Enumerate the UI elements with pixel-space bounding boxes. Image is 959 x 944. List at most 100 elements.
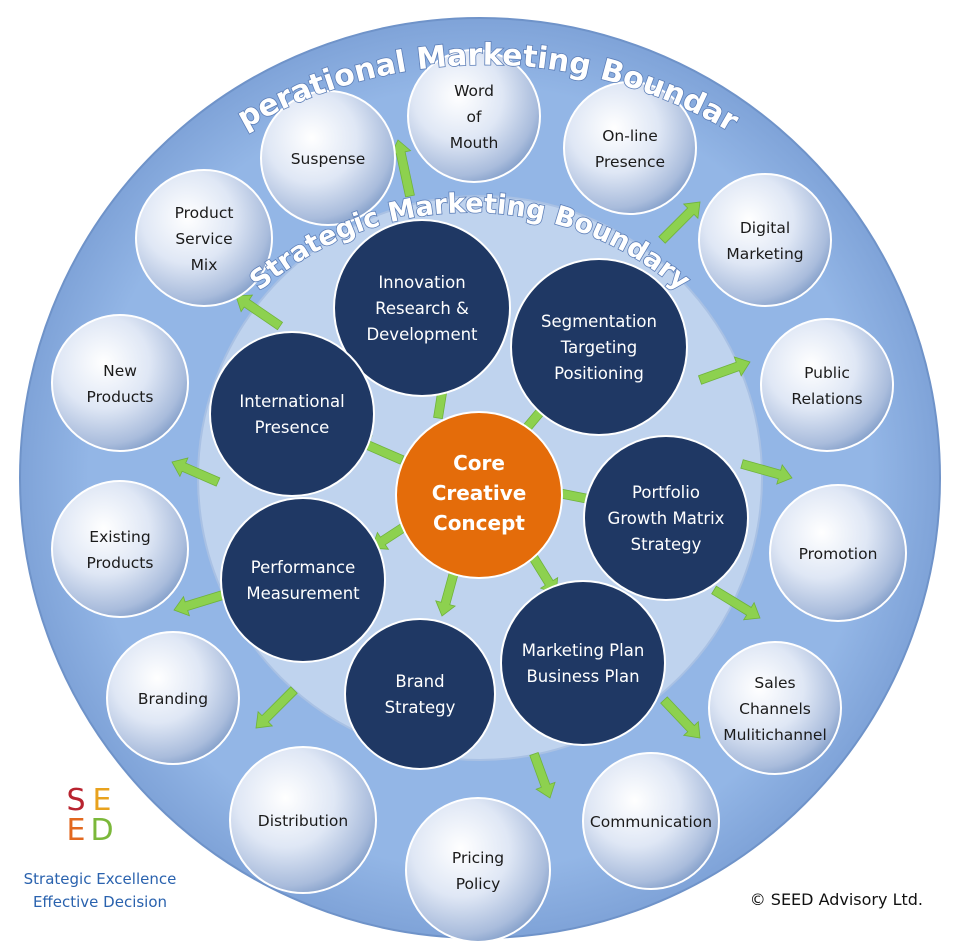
outer-node-circle (698, 173, 832, 307)
inner-node-label: Business Plan (526, 667, 639, 686)
inner-node-label: Marketing Plan (522, 641, 645, 660)
inner-node-label: Growth Matrix (608, 509, 725, 528)
outer-node-label: Public (804, 364, 850, 382)
core-line-1: Core (453, 451, 505, 475)
inner-node-circle (344, 618, 496, 770)
outer-node-6: Communication (582, 752, 720, 890)
outer-node-4: Promotion (769, 484, 907, 622)
outer-node-9: Branding (106, 631, 240, 765)
outer-node-circle (760, 318, 894, 452)
arrow-8 (658, 201, 701, 244)
inner-node-label: Brand (395, 672, 444, 691)
outer-node-label: Mix (191, 256, 218, 274)
outer-node-label: Sales (754, 674, 795, 692)
outer-node-label: Service (175, 230, 232, 248)
outer-node-label: On-line (602, 127, 658, 145)
inner-node-label: Presence (255, 418, 330, 437)
inner-node-label: International (239, 392, 344, 411)
inner-node-label: Innovation (378, 273, 465, 292)
logo-letter-e2: E (66, 813, 88, 848)
core-line-3: Concept (433, 511, 525, 535)
outer-node-circle (407, 49, 541, 183)
arrow-12 (660, 696, 701, 739)
outer-node-label: Branding (138, 690, 208, 708)
logo-letter-d: D (90, 813, 116, 848)
inner-node-label: Strategy (385, 698, 456, 717)
outer-node-label: Marketing (726, 245, 803, 263)
outer-node-circle (563, 81, 697, 215)
outer-node-13: Suspense (260, 90, 396, 226)
outer-node-label: Mouth (450, 134, 499, 152)
outer-node-circle (405, 797, 551, 943)
inner-node-circle (583, 435, 749, 601)
core-line-2: Creative (432, 481, 527, 505)
outer-node-label: Products (87, 388, 154, 406)
outer-node-label: Products (87, 554, 154, 572)
outer-node-circle (106, 631, 240, 765)
arrow-13 (529, 751, 556, 799)
inner-node-circle (220, 497, 386, 663)
logo-letter-e1: E (92, 783, 114, 818)
tagline-line-1: Strategic Excellence (23, 870, 177, 888)
core-node: Core Creative Concept (395, 411, 563, 579)
arrow-group (171, 139, 793, 799)
inner-node-circle (333, 219, 511, 397)
outer-node-8: Distribution (229, 746, 377, 894)
inner-node-label: Targeting (560, 338, 638, 357)
outer-node-label: Promotion (799, 545, 878, 563)
outer-node-circle (135, 169, 273, 307)
outer-node-circle (708, 641, 842, 775)
outer-node-label: Policy (456, 875, 501, 893)
inner-node-circle (500, 580, 666, 746)
outer-node-label: Distribution (258, 812, 348, 830)
inner-node-label: Segmentation (541, 312, 657, 331)
outer-node-circle (769, 484, 907, 622)
outer-node-label: New (103, 362, 137, 380)
outer-node-label: Suspense (291, 150, 366, 168)
inner-node-label: Portfolio (632, 483, 700, 502)
outer-node-label: Pricing (452, 849, 504, 867)
outer-node-label: Existing (89, 528, 150, 546)
arrow-16 (171, 457, 221, 487)
inner-node-circle (510, 258, 688, 436)
arrow-9 (697, 356, 751, 385)
arrow-15 (173, 589, 228, 617)
inner-node-label: Research & (375, 299, 469, 318)
inner-node-label: Positioning (554, 364, 644, 383)
outer-node-label: Word (454, 82, 494, 100)
inner-node-label: Development (366, 325, 478, 344)
outer-node-label: Channels (739, 700, 811, 718)
logo-letter-s: S (66, 783, 88, 818)
outer-node-label: Mulitichannel (723, 726, 827, 744)
outer-node-label: Presence (595, 153, 665, 171)
outer-node-circle (229, 746, 377, 894)
outer-node-circle (260, 90, 396, 226)
copyright-text: © SEED Advisory Ltd. (749, 890, 923, 909)
outer-node-label: Communication (590, 813, 712, 831)
arrow-10 (740, 459, 793, 485)
outer-node-circle (51, 480, 189, 618)
outer-node-circle (582, 752, 720, 890)
inner-node-label: Strategy (631, 535, 702, 554)
arrow-14 (255, 686, 298, 729)
inner-node-circle (209, 331, 375, 497)
